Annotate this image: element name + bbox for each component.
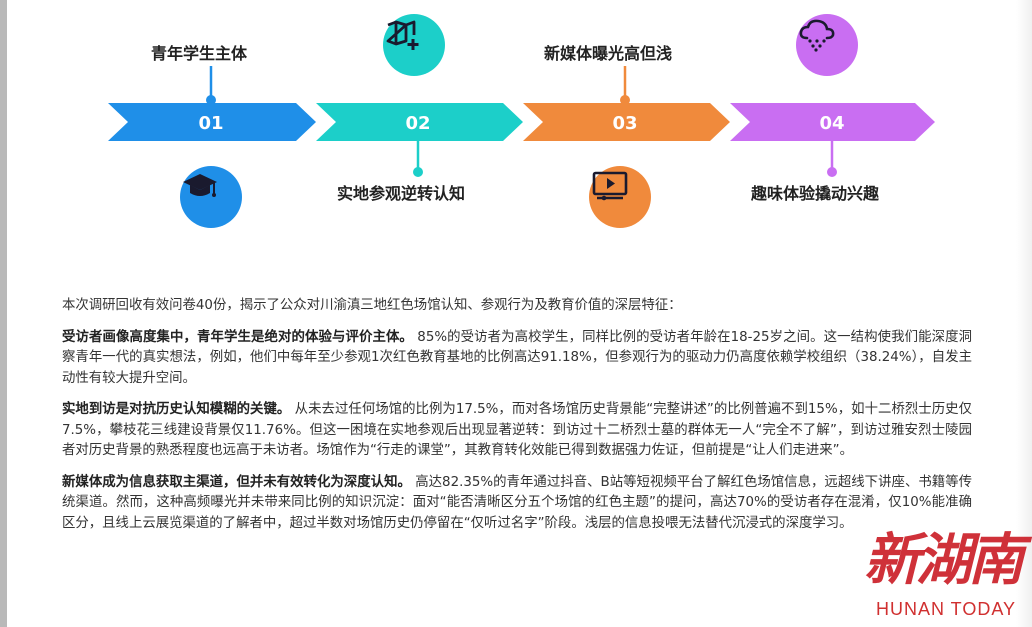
step-4-dot <box>827 167 837 177</box>
step-2-label: 实地参观逆转认知 <box>337 184 466 203</box>
hunan-today-watermark: 新湖南 HUNAN TODAY <box>864 515 1024 627</box>
map-add-icon <box>383 14 445 76</box>
step-4-label: 趣味体验撬动兴趣 <box>751 184 880 203</box>
finding-paragraph-2: 实地到访是对抗历史认知模糊的关键。 从未去过任何场馆的比例为17.5%，而对各场… <box>62 400 972 462</box>
left-edge-bar <box>0 0 7 627</box>
step-1-arrow <box>108 103 316 141</box>
step-4-arrow <box>730 103 935 141</box>
right-edge-shade <box>1016 0 1032 627</box>
watermark-chinese: 新湖南 <box>864 527 1024 593</box>
intro-paragraph: 本次调研回收有效问卷40份，揭示了公众对川渝滇三地红色场馆认知、参观行为及教育价… <box>62 298 682 313</box>
finding-1-lead: 受访者画像高度集中，青年学生是绝对的体验与评价主体。 <box>62 329 413 345</box>
finding-3-lead: 新媒体成为信息获取主渠道，但并未有效转化为深度认知。 <box>62 474 411 490</box>
finding-2-lead: 实地到访是对抗历史认知模糊的关键。 <box>62 402 291 417</box>
step-2-number: 02 <box>405 113 430 134</box>
step-1-dot <box>206 95 216 105</box>
article-body: 本次调研回收有效问卷40份，揭示了公众对川渝滇三地红色场馆认知、参观行为及教育价… <box>62 296 972 545</box>
step-2-arrow <box>316 103 523 141</box>
cloud-rain-icon <box>796 14 858 76</box>
step-3-label: 新媒体曝光高但浅 <box>544 44 673 63</box>
watermark-english: HUNAN TODAY <box>875 599 1016 619</box>
finding-1-body: 85%的受访者为高校学生，同样比例的受访者年龄在18-25岁之间。这一结构使我们… <box>62 329 972 386</box>
step-2-dot <box>413 167 423 177</box>
timeline-graphic: 01 02 03 04 <box>108 66 935 177</box>
finding-paragraph-3: 新媒体成为信息获取主渠道，但并未有效转化为深度认知。 高达82.35%的青年通过… <box>62 473 972 535</box>
step-3-number: 03 <box>612 113 637 134</box>
step-3-dot <box>620 95 630 105</box>
finding-2-body: 从未去过任何场馆的比例为17.5%，而对各场馆历史背景能“完整讲述”的比例普遍不… <box>62 402 972 458</box>
finding-3-body: 高达82.35%的青年通过抖音、B站等短视频平台了解红色场馆信息，远超线下讲座、… <box>62 474 973 531</box>
video-screen-icon <box>589 166 651 228</box>
timeline-infographic: 01 02 03 04 青年学生主体 实地参观逆转认知 新媒体曝光高但浅 趣味体… <box>0 0 1032 250</box>
graduation-cap-icon <box>180 166 242 228</box>
step-1-number: 01 <box>198 113 223 134</box>
step-4-number: 04 <box>819 113 844 134</box>
step-1-label: 青年学生主体 <box>151 44 248 63</box>
step-3-arrow <box>523 103 730 141</box>
finding-paragraph-1: 受访者画像高度集中，青年学生是绝对的体验与评价主体。 85%的受访者为高校学生，… <box>62 328 972 390</box>
